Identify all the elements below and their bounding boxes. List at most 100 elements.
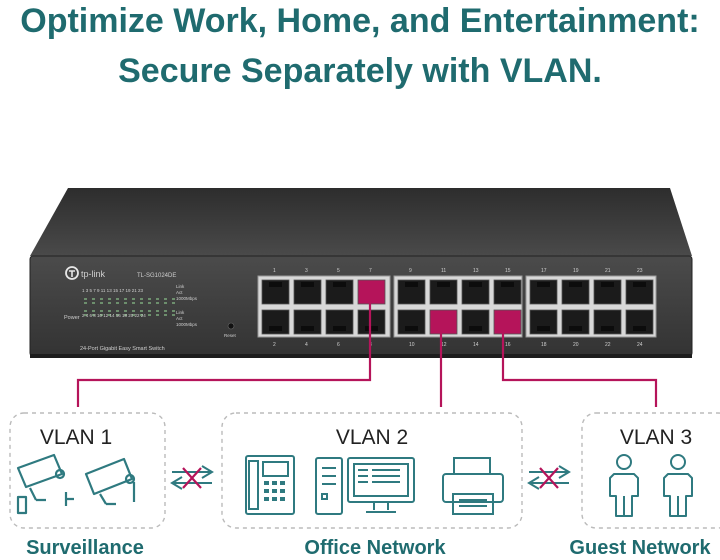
ethernet-port-12[interactable] [429, 309, 458, 335]
vlan-links [76, 300, 658, 407]
port-latch [537, 326, 550, 331]
led-legend-label: Link [176, 284, 185, 289]
port-latch [301, 326, 314, 331]
port-number-label: 2 [273, 342, 276, 348]
led-indicator [156, 302, 159, 304]
led-indicator [92, 310, 95, 312]
led-indicator [100, 302, 103, 304]
reset-label: Reset [224, 333, 237, 338]
led-indicator [172, 298, 175, 300]
port-latch [469, 282, 482, 287]
printer-icon [442, 457, 504, 515]
port-number-label: 23 [637, 268, 643, 274]
led-indicator [164, 302, 167, 304]
led-top-numbers: 1 3 5 7 9 11 13 15 17 19 21 23 [82, 288, 143, 293]
port-latch [269, 282, 282, 287]
led-indicator [84, 302, 87, 304]
led-indicator [172, 310, 175, 312]
vlan3-box [581, 412, 720, 529]
port-latch [333, 282, 346, 287]
vlan1-network-label: Surveillance [26, 537, 144, 559]
led-indicator [108, 310, 111, 312]
phone-icon [245, 455, 295, 515]
reset-button[interactable] [227, 322, 235, 330]
led-indicator [156, 310, 159, 312]
port-number-label: 21 [605, 268, 611, 274]
port-latch [633, 326, 646, 331]
vlan2-box [221, 412, 523, 529]
led-bottom-numbers: 2 4 6 8 10 12 14 16 18 20 22 24 [82, 313, 146, 318]
vlan1-link-line [76, 300, 372, 407]
switch-top [30, 188, 692, 256]
port-number-label: 3 [305, 268, 308, 274]
port-number-label: 15 [505, 268, 511, 274]
led-indicator [140, 310, 143, 312]
led-indicator [164, 310, 167, 312]
vlan3-label: VLAN 3 [619, 426, 693, 449]
led-legend-label: 1000Mbps [176, 296, 198, 301]
port-latch [365, 326, 378, 331]
led-indicator [92, 298, 95, 300]
led-indicator [148, 310, 151, 312]
led-indicator [92, 302, 95, 304]
switch-base [30, 354, 692, 358]
port-latch [405, 326, 418, 331]
led-indicator [132, 298, 135, 300]
device-description: 24-Port Gigabit Easy Smart Switch [80, 346, 165, 352]
ethernet-port-24[interactable] [625, 309, 654, 335]
blocked-arrows-icon [527, 465, 571, 490]
port-number-label: 13 [473, 268, 479, 274]
vlan2-network-label: Office Network [304, 537, 446, 559]
port-latch [333, 326, 346, 331]
vlan1-label: VLAN 1 [39, 426, 113, 449]
led-indicator [164, 314, 167, 316]
tp-link-logo-icon [65, 266, 79, 280]
vlan1-box [9, 412, 166, 529]
port-number-label: 5 [337, 268, 340, 274]
led-indicator [156, 314, 159, 316]
ethernet-port-16[interactable] [493, 309, 522, 335]
port-number-label: 17 [541, 268, 547, 274]
led-indicator [132, 314, 135, 316]
port-number-label: 4 [305, 342, 308, 348]
led-indicator [164, 298, 167, 300]
port-number-label: 10 [409, 342, 415, 348]
port-latch [537, 282, 550, 287]
port-latch [569, 326, 582, 331]
led-legend-label: Link [176, 310, 185, 315]
blocked-arrows-icon [170, 465, 214, 490]
led-indicator [92, 314, 95, 316]
security-camera-icon [16, 453, 74, 515]
led-indicator [140, 314, 143, 316]
model-name: TL-SG1024DE [137, 273, 176, 279]
security-camera-icon [84, 457, 136, 506]
brand-name: tp-link [81, 269, 106, 279]
led-indicator [116, 302, 119, 304]
led-legend-label: 1000Mbps [176, 322, 198, 327]
person-icon [663, 454, 693, 517]
led-indicators [84, 298, 175, 316]
vlan3-network-label: Guest Network [569, 537, 711, 559]
port-latch [469, 326, 482, 331]
led-indicator [108, 298, 111, 300]
led-indicator [172, 302, 175, 304]
port-latch [569, 282, 582, 287]
port-latch [501, 282, 514, 287]
vlan2-label: VLAN 2 [335, 426, 409, 449]
led-indicator [124, 298, 127, 300]
led-indicator [124, 310, 127, 312]
port-latch [301, 282, 314, 287]
led-indicator [100, 314, 103, 316]
led-indicator [148, 302, 151, 304]
port-latch [633, 282, 646, 287]
port-number-label: 19 [573, 268, 579, 274]
ethernet-port-7[interactable] [357, 279, 386, 305]
power-label: Power [64, 315, 80, 321]
led-indicator [132, 310, 135, 312]
port-latch [437, 282, 450, 287]
led-indicator [116, 310, 119, 312]
port-number-label: 11 [441, 268, 446, 274]
